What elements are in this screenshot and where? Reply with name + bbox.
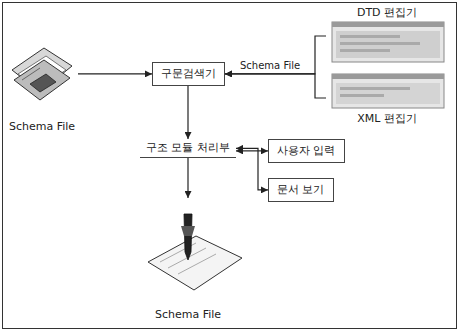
editor-window: DTD 편집기 — [326, 6, 448, 66]
connector — [225, 74, 326, 98]
node-label: DTD 편집기 — [357, 6, 417, 20]
editor-window: XML 편집기 — [326, 70, 448, 126]
dtd-editor-screenshot — [332, 22, 444, 62]
node-label: Schema File — [9, 120, 75, 134]
connector — [78, 73, 152, 74]
schema-file-icon: Schema File — [138, 198, 238, 322]
node-label: 문서 보기 — [277, 183, 325, 197]
node-label: Schema File — [155, 308, 221, 322]
node-label: 사용자 입력 — [277, 144, 336, 158]
connector — [187, 86, 188, 139]
connector — [236, 150, 268, 151]
node-label: XML 편집기 — [357, 112, 417, 126]
process-box: 문서 보기 — [268, 178, 334, 202]
module-processor: 구조 모듈 처리부 — [140, 139, 236, 158]
schema-file-icon: Schema File — [6, 38, 78, 134]
connector — [225, 36, 326, 74]
connector — [236, 148, 268, 190]
folder-icon — [12, 48, 72, 100]
xml-editor-screenshot — [332, 74, 444, 108]
connector — [187, 158, 188, 198]
document-pen-icon — [148, 214, 242, 290]
edge-label: Schema File — [238, 60, 302, 71]
node-label: 구조 모듈 처리부 — [146, 141, 230, 155]
process-box: 사용자 입력 — [268, 139, 345, 163]
process-box: 구문검색기 — [152, 62, 225, 86]
node-label: 구문검색기 — [161, 67, 216, 81]
